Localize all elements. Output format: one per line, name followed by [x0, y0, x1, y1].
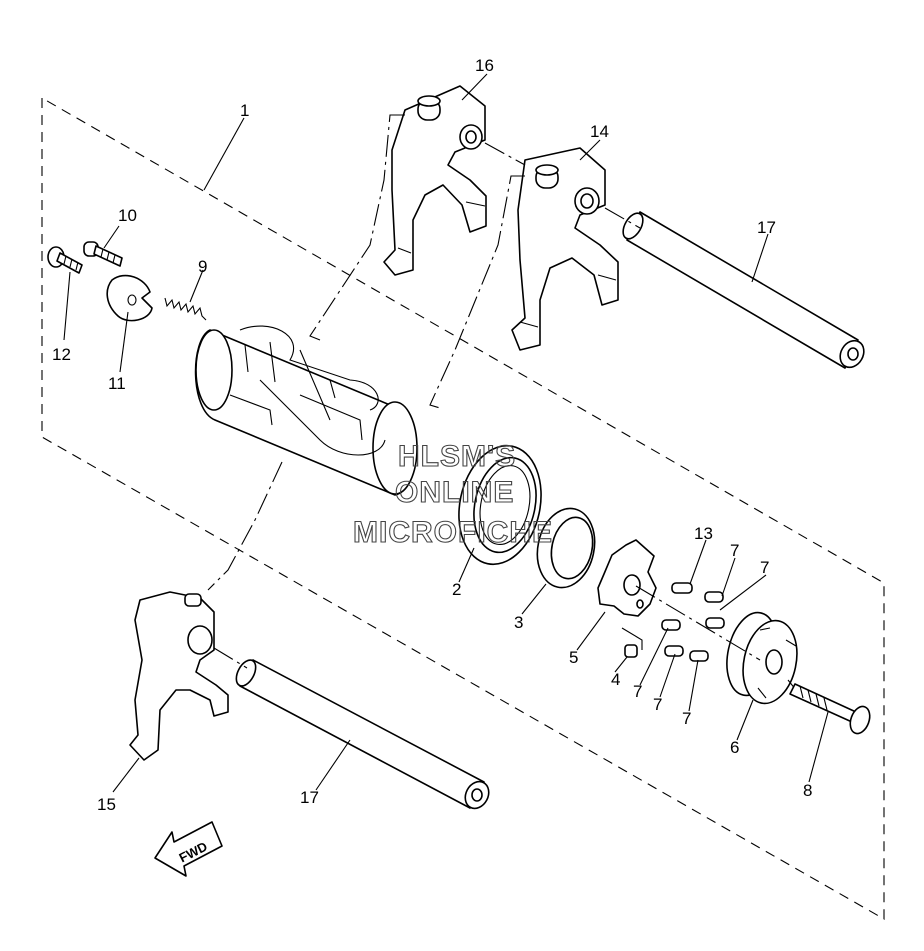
callout-10: 10 — [118, 206, 137, 225]
collar[interactable] — [530, 503, 601, 593]
leader-lines — [63, 73, 829, 793]
countersunk-screw[interactable] — [789, 683, 873, 736]
callout-7a: 7 — [730, 541, 739, 560]
callout-7c: 7 — [633, 682, 642, 701]
callout-5: 5 — [569, 648, 578, 667]
bearing[interactable] — [448, 438, 551, 572]
callout-2: 2 — [452, 580, 461, 599]
shift-fork-14[interactable] — [511, 147, 619, 351]
callout-9: 9 — [198, 257, 207, 276]
spring[interactable] — [164, 297, 207, 321]
callout-7d: 7 — [653, 695, 662, 714]
callout-17b: 17 — [300, 788, 319, 807]
assembly-boundary — [41, 97, 885, 920]
callout-3: 3 — [514, 613, 523, 632]
shift-fork-shaft-lower[interactable] — [232, 657, 493, 813]
segment-plate[interactable] — [597, 539, 657, 617]
watermark-line-3: MICROFICHE — [353, 516, 553, 549]
callout-12: 12 — [52, 345, 71, 364]
shift-fork-shaft-upper[interactable] — [619, 210, 868, 372]
pin-4[interactable] — [621, 627, 643, 658]
callout-8: 8 — [803, 781, 812, 800]
callout-6: 6 — [730, 738, 739, 757]
watermark-line-1: HLSM'S — [398, 440, 516, 473]
callout-13: 13 — [694, 524, 713, 543]
pins-7[interactable] — [661, 582, 725, 662]
callout-15: 15 — [97, 795, 116, 814]
callout-16: 16 — [475, 56, 494, 75]
drum-segment[interactable] — [720, 608, 804, 709]
forward-arrow-icon: FWD — [154, 821, 223, 877]
callout-14: 14 — [590, 122, 609, 141]
callout-labels: 1 2 3 4 5 6 7 7 7 7 7 8 9 10 11 12 13 14… — [52, 56, 812, 814]
callout-17a: 17 — [757, 218, 776, 237]
bolt-10[interactable] — [83, 241, 123, 267]
callout-4: 4 — [611, 670, 620, 689]
shift-fork-15[interactable] — [129, 591, 229, 761]
callout-11: 11 — [108, 374, 126, 393]
bolt-12[interactable] — [47, 246, 83, 274]
callout-7b: 7 — [760, 558, 769, 577]
watermark-line-2: ONLINE — [395, 476, 514, 509]
shift-fork-16[interactable] — [383, 85, 487, 276]
stopper-lever[interactable] — [106, 274, 153, 322]
callout-7e: 7 — [682, 709, 691, 728]
watermark: HLSM'S ONLINE MICROFICHE — [352, 439, 553, 549]
callout-1: 1 — [240, 101, 249, 120]
shift-drum[interactable] — [194, 325, 418, 496]
